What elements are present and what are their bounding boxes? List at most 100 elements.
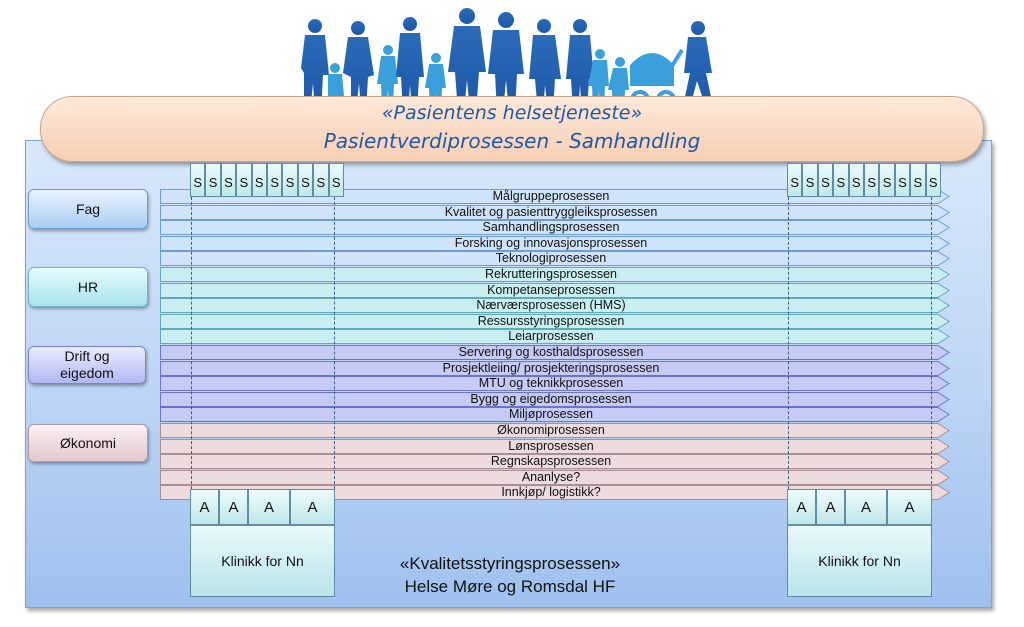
arrow-shape: [160, 235, 950, 251]
process-label: Leiarprosessen: [508, 329, 594, 344]
process-arrow: Teknologiprosessen: [160, 251, 950, 267]
arrow-shape: [160, 376, 950, 392]
process-arrow: Forsking og innovasjonsprosessen: [160, 235, 950, 251]
clinic-label: Klinikk for Nn: [221, 553, 304, 569]
a-box: A: [845, 489, 887, 525]
process-label: Bygg og eigedomsprosessen: [470, 391, 632, 406]
process-label: Ananlyse?: [521, 469, 581, 484]
s-box: S: [802, 163, 818, 197]
process-arrow: Miljøprosessen: [160, 407, 950, 423]
arrow-shape: [160, 391, 950, 407]
process-arrow: Ressursstyringsprosessen: [160, 313, 950, 329]
category-drift-og-eigedom: Drift og eigedom: [28, 346, 146, 384]
banner-subtitle: Pasientverdiprosessen - Samhandling: [323, 129, 701, 153]
divider-line: [931, 197, 932, 489]
s-box: S: [282, 163, 298, 197]
banner-title: «Pasientens helsetjeneste»: [381, 102, 643, 124]
process-arrow: Nærværsprosessen (HMS): [160, 298, 950, 314]
bottom-caption: «Kvalitetsstyringsprosessen» Helse Møre …: [340, 552, 680, 598]
s-box: S: [863, 163, 880, 197]
process-arrow: Samhandlingsprosessen: [160, 220, 950, 236]
process-label: Servering og kosthaldsprosessen: [458, 345, 644, 359]
process-label: Rekrutteringsprosessen: [484, 267, 617, 281]
arrow-shape: [160, 204, 950, 220]
a-box: A: [248, 489, 290, 525]
s-box: S: [925, 163, 941, 197]
clinic-box-left: Klinikk for Nn: [190, 525, 335, 597]
arrow-shape: [160, 282, 950, 298]
process-label: Kompetanseprosessen: [487, 282, 615, 297]
arrow-shape: [160, 423, 950, 438]
s-box: S: [297, 163, 314, 197]
process-label: Økonomiprosessen: [497, 423, 605, 437]
s-box: S: [328, 163, 344, 197]
arrow-shape: [160, 345, 950, 360]
arrow-shape: [160, 360, 950, 376]
s-box: S: [879, 163, 895, 197]
s-box: S: [894, 163, 911, 197]
bottom-title: «Kvalitetsstyringsprosessen»: [399, 554, 621, 573]
category-hr: HR: [28, 267, 148, 307]
process-arrow: MTU og teknikkprosessen: [160, 376, 950, 392]
process-label: Regnskapsprosessen: [490, 454, 612, 469]
clinic-box-right: Klinikk for Nn: [787, 525, 932, 597]
process-label: Nærværsprosessen (HMS): [476, 298, 626, 313]
s-box: S: [205, 163, 221, 197]
process-arrow: Regnskapsprosessen: [160, 454, 950, 470]
arrow-shape: [160, 251, 950, 267]
process-arrow: Lønsprosessen: [160, 438, 950, 454]
s-box: S: [220, 163, 237, 197]
process-arrow: Bygg og eigedomsprosessen: [160, 391, 950, 407]
arrow-shape: [160, 313, 950, 329]
arrow-shape: [160, 438, 950, 454]
process-label: Lønsprosessen: [508, 438, 594, 453]
arrow-shape: [160, 298, 950, 314]
s-box: S: [848, 163, 864, 197]
arrow-shape: [160, 267, 950, 282]
divider-line: [334, 197, 335, 489]
process-label: MTU og teknikkprosessen: [478, 376, 624, 391]
a-box: A: [290, 489, 335, 525]
process-arrow: Leiarprosessen: [160, 329, 950, 345]
process-label: Miljøprosessen: [508, 407, 594, 422]
arrow-shape: [160, 329, 950, 345]
s-box: S: [190, 163, 206, 197]
bottom-subtitle: Helse Møre og Romsdal HF: [404, 577, 616, 596]
process-arrow: Målgruppeprosessen: [160, 189, 950, 204]
process-arrow: Prosjektleiing/ prosjekteringsprosessen: [160, 360, 950, 376]
s-box: S: [313, 163, 329, 197]
process-label: Forsking og innovasjonsprosessen: [454, 235, 648, 250]
s-box: S: [251, 163, 267, 197]
process-label: Målgruppeprosessen: [492, 189, 610, 203]
a-box: A: [887, 489, 932, 525]
s-box: S: [266, 163, 283, 197]
process-label: Samhandlingsprosessen: [482, 220, 620, 235]
arrow-shape: [160, 469, 950, 485]
banner: «Pasientens helsetjeneste» Pasientverdip…: [40, 96, 984, 162]
process-arrow: Ananlyse?: [160, 469, 950, 485]
s-box: S: [833, 163, 849, 197]
process-label: Ressursstyringsprosessen: [477, 313, 625, 328]
s-box: S: [236, 163, 252, 197]
a-box: A: [787, 489, 816, 525]
s-box: S: [910, 163, 926, 197]
s-box: S: [787, 163, 803, 197]
divider-line: [788, 197, 789, 489]
arrow-shape: [160, 485, 950, 501]
divider-line: [191, 197, 192, 489]
a-box: A: [190, 489, 219, 525]
a-box: A: [816, 489, 845, 525]
category-okonomi: Økonomi: [28, 424, 148, 462]
process-label: Innkjøp/ logistikk?: [501, 485, 601, 500]
process-label: Prosjektleiing/ prosjekteringsprosessen: [442, 360, 660, 375]
process-label: Teknologiprosessen: [495, 251, 607, 266]
a-box: A: [219, 489, 248, 525]
arrow-shape: [160, 454, 950, 470]
arrow-shape: [160, 220, 950, 236]
process-arrow: Rekrutteringsprosessen: [160, 267, 950, 282]
